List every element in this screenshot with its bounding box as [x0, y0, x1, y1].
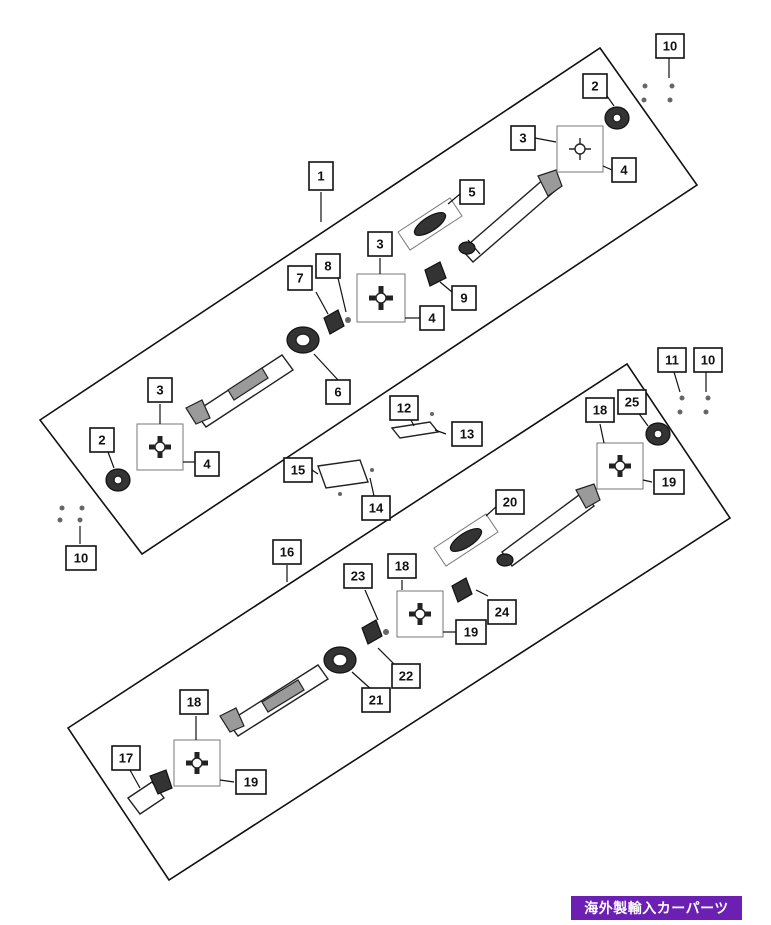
callout-22: 22: [391, 663, 421, 689]
lower-assembly-frame: [66, 362, 732, 882]
u-joint-kit-upper-center: [356, 273, 406, 323]
svg-text:25: 25: [625, 395, 639, 410]
u-joint-kit-lower-front: [173, 739, 221, 787]
callout-10-top: 10: [655, 33, 685, 59]
svg-text:19: 19: [662, 475, 676, 490]
svg-text:20: 20: [503, 495, 517, 510]
svg-text:4: 4: [203, 457, 211, 472]
svg-text:11: 11: [665, 353, 679, 368]
callout-18-center: 18: [387, 553, 417, 579]
svg-text:10: 10: [663, 39, 677, 54]
callout-25: 25: [617, 389, 647, 415]
bolts-10-11-right: [677, 395, 711, 415]
callout-1: 1: [308, 161, 334, 191]
svg-text:15: 15: [291, 463, 305, 478]
boot-kit-5: [397, 197, 463, 251]
callout-11: 11: [657, 347, 687, 373]
svg-text:24: 24: [495, 605, 510, 620]
callout-10-left: 10: [65, 545, 97, 571]
callout-5: 5: [459, 179, 485, 205]
bolts-10-left: [57, 505, 85, 523]
callout-8: 8: [315, 253, 341, 279]
u-joint-kit-lower-rear: [596, 442, 644, 490]
svg-text:12: 12: [397, 401, 411, 416]
bracket-12-13: [390, 412, 440, 439]
callout-14: 14: [361, 495, 391, 521]
leader-lines: [79, 58, 707, 789]
svg-text:2: 2: [591, 79, 598, 94]
imported-car-parts-badge: 海外製輸入カーパーツ: [571, 896, 742, 920]
callout-18-rear: 18: [585, 397, 615, 423]
callout-2-front: 2: [89, 427, 115, 453]
callout-19-rear: 19: [653, 469, 685, 495]
svg-text:2: 2: [98, 433, 105, 448]
u-joint-kit-lower-center: [396, 590, 444, 638]
boot-kit-20: [433, 513, 499, 567]
callout-4-top: 4: [611, 157, 637, 183]
callout-6: 6: [325, 379, 351, 405]
u-joint-kit-upper-rear: [556, 125, 604, 173]
svg-text:16: 16: [280, 545, 294, 560]
svg-text:9: 9: [460, 291, 467, 306]
callout-3-center: 3: [367, 231, 393, 257]
callout-10-right: 10: [693, 347, 723, 373]
bracket-14-15: [317, 459, 374, 496]
svg-text:3: 3: [519, 131, 526, 146]
callout-3-front: 3: [147, 377, 173, 403]
svg-text:4: 4: [620, 163, 628, 178]
svg-text:7: 7: [296, 271, 303, 286]
u-joint-kit-upper-front: [136, 423, 184, 471]
svg-text:21: 21: [369, 693, 383, 708]
callout-4-center: 4: [419, 305, 445, 331]
callout-16: 16: [272, 539, 302, 565]
svg-text:4: 4: [428, 311, 436, 326]
svg-text:1: 1: [317, 169, 324, 184]
callout-12: 12: [389, 395, 419, 421]
callout-3-top: 3: [510, 125, 536, 151]
callout-20: 20: [495, 489, 525, 515]
svg-text:18: 18: [395, 559, 409, 574]
callout-23: 23: [343, 563, 373, 589]
callout-15: 15: [283, 457, 313, 483]
callout-7: 7: [287, 265, 313, 291]
svg-text:19: 19: [244, 775, 258, 790]
upper-assembly-frame: [38, 46, 699, 556]
upper-driveshaft: [105, 106, 630, 492]
svg-text:6: 6: [334, 385, 341, 400]
svg-text:3: 3: [376, 237, 383, 252]
svg-text:17: 17: [119, 751, 133, 766]
callout-19-center: 19: [455, 619, 487, 645]
svg-text:3: 3: [156, 383, 163, 398]
callout-13: 13: [451, 421, 483, 447]
callout-4-front: 4: [194, 451, 220, 477]
callout-2-top: 2: [582, 73, 608, 99]
svg-text:18: 18: [593, 403, 607, 418]
svg-text:23: 23: [351, 569, 365, 584]
callout-19-front: 19: [235, 769, 267, 795]
bolts-10-top: [641, 83, 675, 103]
callout-24: 24: [487, 599, 517, 625]
svg-text:8: 8: [324, 259, 331, 274]
svg-text:14: 14: [369, 501, 384, 516]
callout-9: 9: [451, 285, 477, 311]
svg-text:5: 5: [468, 185, 475, 200]
lower-driveshaft: [126, 422, 671, 815]
svg-text:13: 13: [460, 427, 474, 442]
svg-text:22: 22: [399, 669, 413, 684]
svg-text:19: 19: [464, 625, 478, 640]
svg-text:18: 18: [187, 695, 201, 710]
callout-17: 17: [111, 745, 141, 771]
callout-21: 21: [361, 687, 391, 713]
svg-text:10: 10: [74, 551, 88, 566]
svg-text:10: 10: [701, 353, 715, 368]
callout-18-front: 18: [179, 689, 209, 715]
